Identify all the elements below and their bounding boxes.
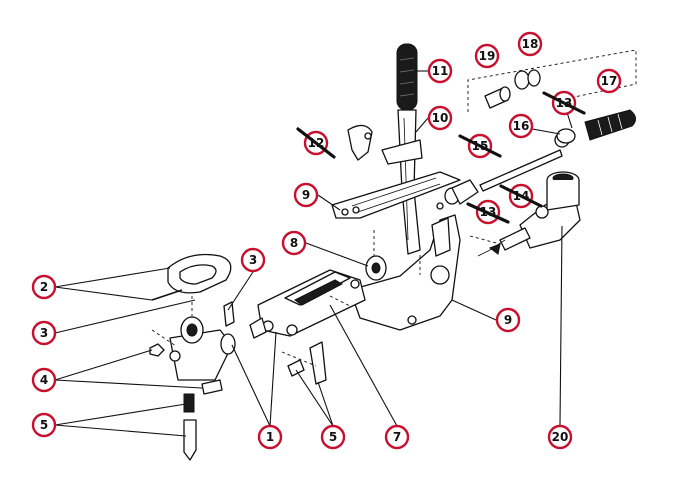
svg-text:5: 5 xyxy=(40,418,48,432)
lower-housing-part xyxy=(169,316,236,381)
svg-text:9: 9 xyxy=(302,188,310,202)
svg-text:3: 3 xyxy=(249,253,257,267)
callout-3-left: 3 xyxy=(31,320,57,346)
svg-text:3: 3 xyxy=(40,326,48,340)
svg-text:11: 11 xyxy=(432,64,449,78)
leader-lines xyxy=(54,70,573,437)
callout-8: 8 xyxy=(281,230,307,256)
push-rod-part xyxy=(479,128,576,192)
callouts: 2 3 3 4 5 1 5 7 8 9 9 10 11 12 13 xyxy=(31,31,622,450)
callout-16: 16 xyxy=(508,113,534,139)
master-cylinder-part xyxy=(477,171,581,257)
callout-5-right: 5 xyxy=(320,424,346,450)
washers-part xyxy=(514,69,541,90)
fitting-part xyxy=(484,86,511,109)
callout-3-right: 3 xyxy=(240,247,266,273)
svg-text:10: 10 xyxy=(432,111,449,125)
nut-bolt-part xyxy=(149,343,223,395)
svg-text:9: 9 xyxy=(504,313,512,327)
callout-9-upper: 9 xyxy=(293,182,319,208)
callout-2: 2 xyxy=(31,274,57,300)
callout-11: 11 xyxy=(427,58,453,84)
callout-1: 1 xyxy=(257,424,283,450)
callout-12-superseded: 12 xyxy=(296,127,336,159)
bushing-part xyxy=(365,255,387,281)
parts-drawing xyxy=(149,43,637,461)
svg-text:5: 5 xyxy=(329,430,337,444)
svg-text:16: 16 xyxy=(513,119,530,133)
bolts-part xyxy=(151,289,235,327)
callout-18: 18 xyxy=(517,31,543,57)
upper-plate-part xyxy=(331,171,461,219)
callout-20: 20 xyxy=(547,424,573,450)
callout-15-superseded: 15 xyxy=(458,133,502,159)
callout-4: 4 xyxy=(31,367,57,393)
shift-gate-part xyxy=(167,253,232,294)
svg-text:17: 17 xyxy=(601,74,618,88)
svg-text:2: 2 xyxy=(40,280,48,294)
pawl-part xyxy=(347,124,373,161)
svg-text:8: 8 xyxy=(290,236,298,250)
alignment-lines xyxy=(151,230,501,367)
callout-10: 10 xyxy=(427,105,453,131)
rod-end-part xyxy=(436,179,479,210)
spring-pin-part xyxy=(183,393,197,461)
svg-text:18: 18 xyxy=(522,37,539,51)
base-bracket-part xyxy=(349,214,461,331)
pin-clip-part xyxy=(287,341,327,385)
callout-13-superseded: 13 xyxy=(466,199,510,225)
svg-text:4: 4 xyxy=(40,373,48,387)
shifter-housing-part xyxy=(249,269,366,339)
callout-17: 17 xyxy=(596,68,622,94)
dust-boot-part xyxy=(584,109,636,141)
callout-5-left: 5 xyxy=(31,412,57,438)
callout-7: 7 xyxy=(384,424,410,450)
callout-9-lower: 9 xyxy=(495,307,521,333)
callout-13-upper-superseded: 13 xyxy=(542,90,586,116)
shift-lever-part xyxy=(381,43,423,255)
svg-text:1: 1 xyxy=(266,430,274,444)
callout-14-superseded: 14 xyxy=(499,183,543,209)
callout-19: 19 xyxy=(474,43,500,69)
svg-text:19: 19 xyxy=(479,49,496,63)
svg-text:20: 20 xyxy=(552,430,569,444)
svg-text:7: 7 xyxy=(393,430,401,444)
